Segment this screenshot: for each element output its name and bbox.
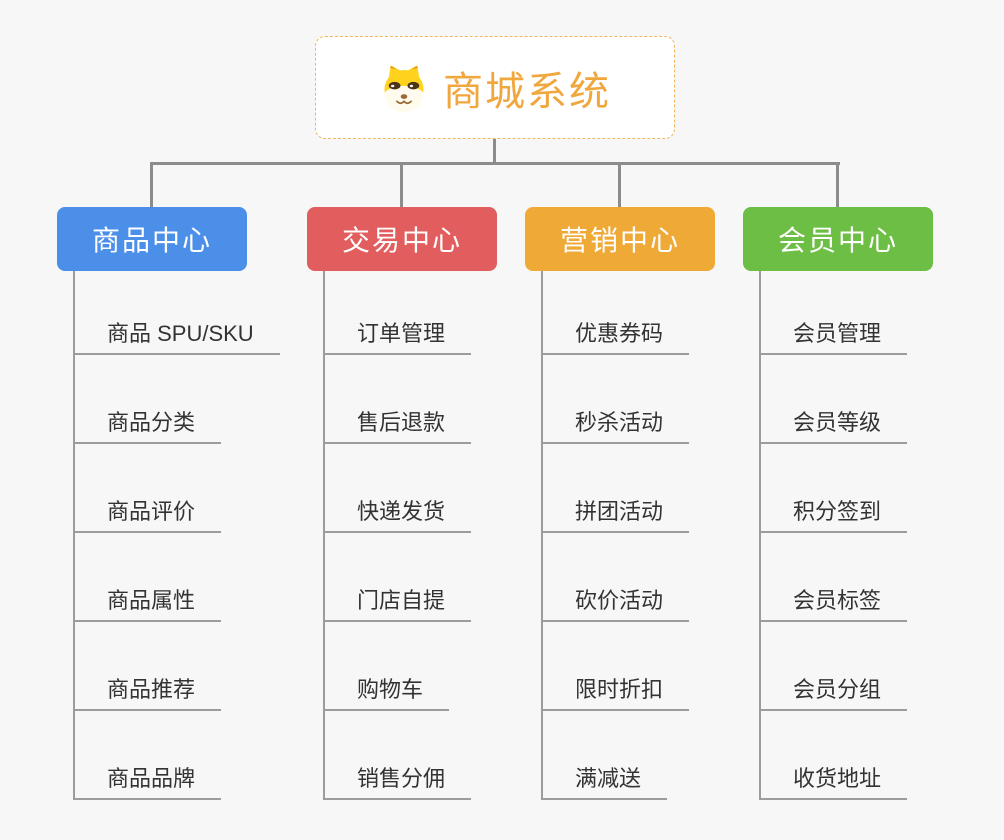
subtopic[interactable]: 满减送 <box>541 761 668 800</box>
subtopic[interactable]: 收货地址 <box>759 761 908 800</box>
subtopic[interactable]: 订单管理 <box>323 316 472 355</box>
subtopic[interactable]: 砍价活动 <box>541 583 690 622</box>
subtopic-row: 快递发货 <box>323 444 472 533</box>
branch-item-list: 优惠券码 秒杀活动 拼团活动 砍价活动 限时折扣 满减送 <box>541 266 690 800</box>
subtopic[interactable]: 销售分佣 <box>323 761 472 800</box>
subtopic[interactable]: 商品评价 <box>73 494 222 533</box>
subtopic[interactable]: 商品品牌 <box>73 761 222 800</box>
subtopic[interactable]: 购物车 <box>323 672 450 711</box>
subtopic-row: 售后退款 <box>323 355 472 444</box>
subtopic-row: 优惠券码 <box>541 266 690 355</box>
subtopic[interactable]: 会员分组 <box>759 672 908 711</box>
subtopic-row: 会员等级 <box>759 355 908 444</box>
branch-trade-center: 交易中心 订单管理 售后退款 快递发货 门店自提 购物车 销售分佣 <box>307 207 567 817</box>
connector-drop-product <box>150 162 153 207</box>
branch-header-trade[interactable]: 交易中心 <box>307 207 497 271</box>
connector-bus-line <box>151 162 840 165</box>
subtopic[interactable]: 秒杀活动 <box>541 405 690 444</box>
subtopic-row: 砍价活动 <box>541 533 690 622</box>
subtopic[interactable]: 商品推荐 <box>73 672 222 711</box>
branch-header-product[interactable]: 商品中心 <box>57 207 247 271</box>
connector-drop-member <box>836 162 839 207</box>
branch-marketing-center: 营销中心 优惠券码 秒杀活动 拼团活动 砍价活动 限时折扣 满减送 <box>525 207 785 817</box>
branch-item-list: 商品 SPU/SKU 商品分类 商品评价 商品属性 商品推荐 商品品牌 <box>73 266 280 800</box>
subtopic[interactable]: 会员标签 <box>759 583 908 622</box>
subtopic[interactable]: 限时折扣 <box>541 672 690 711</box>
subtopic-row: 订单管理 <box>323 266 472 355</box>
branch-header-member[interactable]: 会员中心 <box>743 207 933 271</box>
shiba-dog-icon <box>379 63 429 113</box>
subtopic-row: 收货地址 <box>759 711 908 800</box>
subtopic-row: 门店自提 <box>323 533 472 622</box>
branch-item-list: 会员管理 会员等级 积分签到 会员标签 会员分组 收货地址 <box>759 266 908 800</box>
subtopic-row: 商品品牌 <box>73 711 280 800</box>
subtopic-row: 会员管理 <box>759 266 908 355</box>
subtopic-row: 商品属性 <box>73 533 280 622</box>
subtopic[interactable]: 积分签到 <box>759 494 908 533</box>
subtopic-row: 商品评价 <box>73 444 280 533</box>
branch-trunk-line <box>541 271 543 800</box>
subtopic-row: 购物车 <box>323 622 471 711</box>
subtopic[interactable]: 优惠券码 <box>541 316 690 355</box>
subtopic-row: 商品推荐 <box>73 622 280 711</box>
branch-trunk-line <box>759 271 761 800</box>
subtopic[interactable]: 会员等级 <box>759 405 908 444</box>
subtopic-row: 会员标签 <box>759 533 908 622</box>
subtopic-row: 商品分类 <box>73 355 280 444</box>
connector-root-stem <box>493 139 496 165</box>
subtopic-row: 满减送 <box>541 711 689 800</box>
branch-header-marketing[interactable]: 营销中心 <box>525 207 715 271</box>
root-topic[interactable]: 商城系统 <box>315 36 675 139</box>
branch-item-list: 订单管理 售后退款 快递发货 门店自提 购物车 销售分佣 <box>323 266 472 800</box>
subtopic-row: 会员分组 <box>759 622 908 711</box>
subtopic[interactable]: 商品 SPU/SKU <box>73 316 280 355</box>
subtopic[interactable]: 会员管理 <box>759 316 908 355</box>
subtopic-row: 商品 SPU/SKU <box>73 266 280 355</box>
subtopic-row: 限时折扣 <box>541 622 690 711</box>
subtopic[interactable]: 售后退款 <box>323 405 472 444</box>
branch-member-center: 会员中心 会员管理 会员等级 积分签到 会员标签 会员分组 收货地址 <box>743 207 1003 817</box>
subtopic-row: 积分签到 <box>759 444 908 533</box>
subtopic[interactable]: 门店自提 <box>323 583 472 622</box>
connector-drop-marketing <box>618 162 621 207</box>
subtopic[interactable]: 商品属性 <box>73 583 222 622</box>
subtopic[interactable]: 拼团活动 <box>541 494 690 533</box>
subtopic-row: 拼团活动 <box>541 444 690 533</box>
branch-product-center: 商品中心 商品 SPU/SKU 商品分类 商品评价 商品属性 商品推荐 商品品牌 <box>57 207 317 817</box>
connector-drop-trade <box>400 162 403 207</box>
subtopic-row: 销售分佣 <box>323 711 472 800</box>
branch-trunk-line <box>73 271 75 800</box>
subtopic-row: 秒杀活动 <box>541 355 690 444</box>
branch-trunk-line <box>323 271 325 800</box>
subtopic[interactable]: 商品分类 <box>73 405 222 444</box>
subtopic[interactable]: 快递发货 <box>323 494 472 533</box>
root-topic-title: 商城系统 <box>443 69 611 114</box>
